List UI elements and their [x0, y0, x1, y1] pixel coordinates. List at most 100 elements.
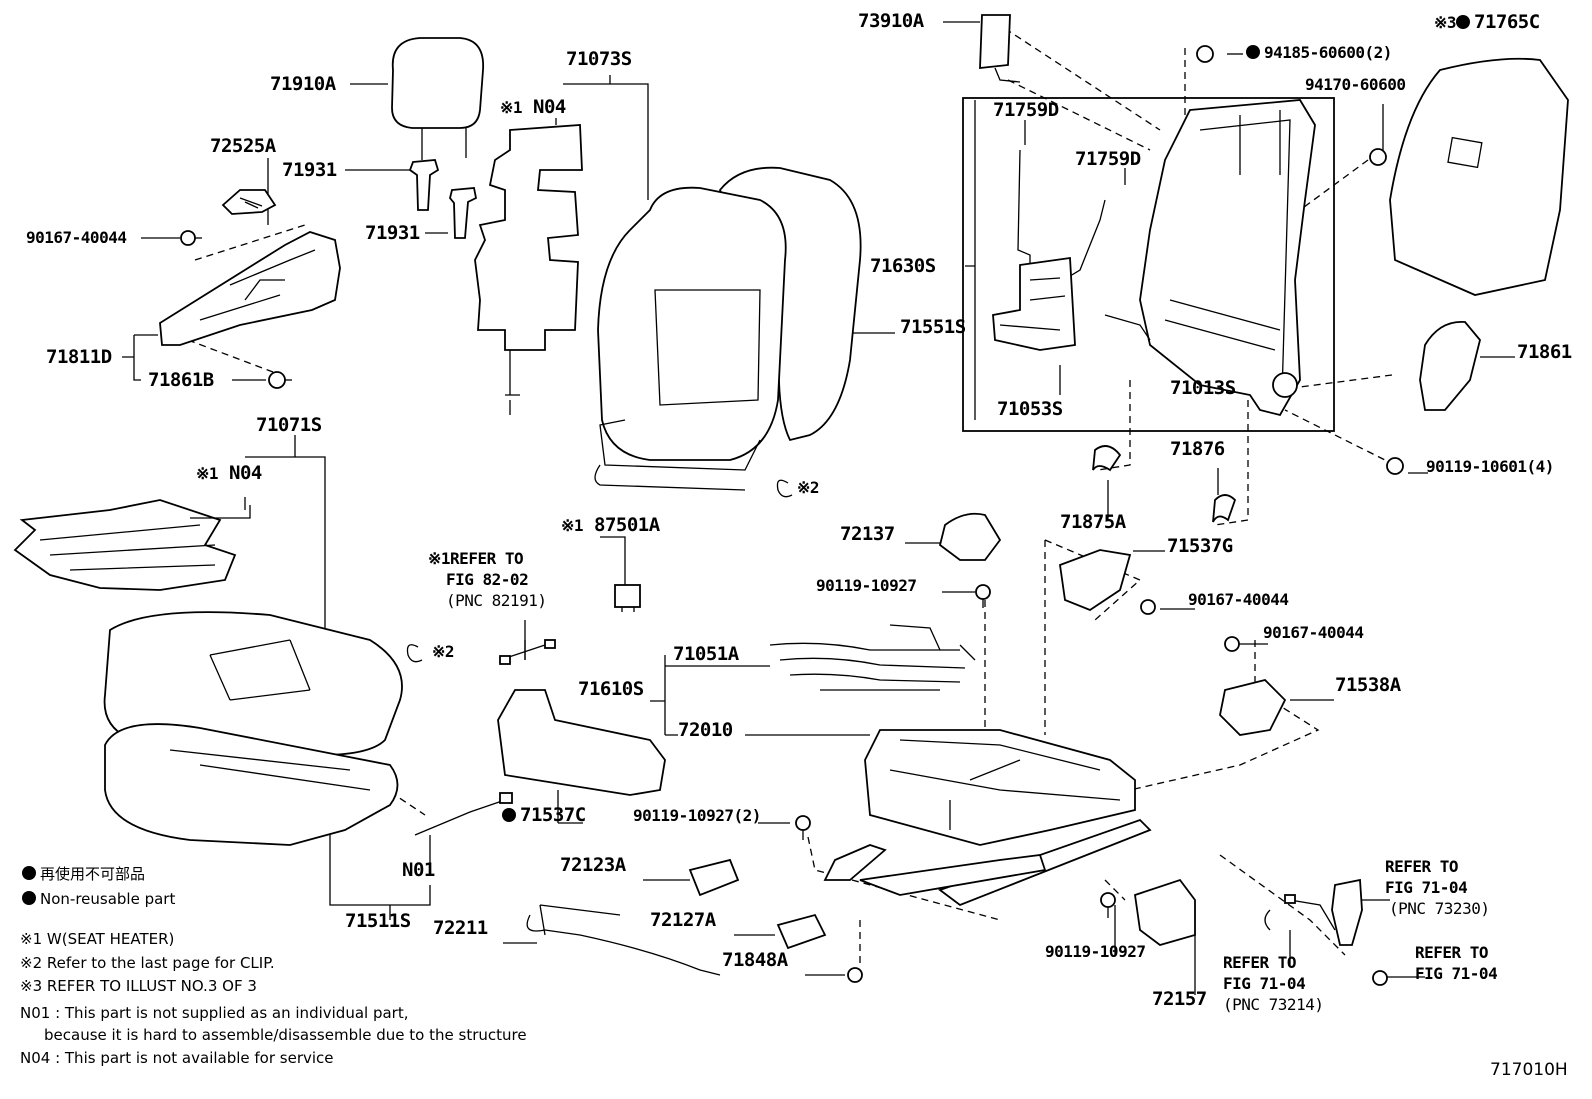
legend-nonreusable-jp: 再使用不可部品 [22, 866, 145, 882]
label-71875A: 71875A [1060, 511, 1126, 533]
label-71537G: 71537G [1167, 535, 1233, 557]
label-71759D-2: 71759D [1075, 148, 1141, 170]
label-71931-b: 71931 [365, 222, 420, 244]
label-71765C-text: 71765C [1474, 11, 1540, 33]
label-71537C: 71537C [502, 806, 586, 825]
cushion-heater-mat [13, 499, 251, 591]
label-94170: 94170-60600 [1305, 75, 1406, 94]
label-72525A: 72525A [210, 135, 276, 157]
label-72157: 72157 [1152, 988, 1207, 1010]
nonreusable-dot-icon [22, 866, 36, 880]
refer-pnc: (PNC 73230) [1389, 899, 1490, 918]
rod-72211 [526, 904, 721, 976]
fastener-icons-left [180, 230, 292, 389]
note-n04: N04 : This part is not available for ser… [20, 1049, 334, 1067]
clip-shapes [406, 445, 1237, 663]
label-71511S: 71511S [345, 910, 411, 932]
cushion-harness [414, 792, 513, 836]
bolt-icons-lower [795, 584, 1388, 986]
note-3: ※3 REFER TO ILLUST NO.3 OF 3 [20, 977, 257, 995]
refer-fig: FIG 71-04 [1385, 878, 1468, 897]
refer-fig: FIG 82-02 [446, 570, 529, 589]
label-71876: 71876 [1170, 438, 1225, 460]
note1-mark: ※1 [561, 516, 584, 535]
nonreusable-dot-icon [502, 808, 516, 822]
label-90119-d: 90119-10927 [1045, 942, 1146, 961]
label-71073S: 71073S [566, 48, 632, 70]
refer-text: REFER TO [1385, 857, 1459, 876]
label-90167-a: 90167-40044 [26, 228, 127, 247]
label-94185-text: 94185-60600(2) [1264, 43, 1392, 62]
seatback-frame-box [962, 97, 1335, 432]
label-71931-a: 71931 [282, 159, 337, 181]
cover-72157 [1134, 878, 1196, 946]
label-87501A: ※1 87501A [561, 516, 660, 535]
refer-pnc: (PNC 73214) [1223, 995, 1324, 1014]
refer-fig-82-02: ※1REFER TO FIG 82-02 (PNC 82191) [428, 548, 547, 611]
label-87501A-text: 87501A [594, 514, 660, 536]
cover-72127A [776, 913, 827, 950]
label-71811D: 71811D [46, 346, 112, 368]
nonreusable-dot-icon [1456, 15, 1471, 29]
nonreusable-dot-icon [22, 891, 36, 905]
note-n01-line1: N01 : This part is not supplied as an in… [20, 1004, 409, 1022]
nonreusable-dot-icon [1246, 45, 1260, 59]
note-2: ※2 Refer to the last page for CLIP. [20, 954, 275, 972]
switch-87501A [614, 584, 641, 612]
cover-72525A [221, 189, 277, 215]
side-airbag-73910A [979, 14, 1021, 83]
refer-fig-71-04-buckle: REFER TO FIG 71-04 (PNC 73230) [1385, 856, 1490, 919]
label-71861: 71861 [1517, 341, 1572, 363]
label-71610S: 71610S [578, 678, 644, 700]
label-90167-c: 90167-40044 [1263, 623, 1364, 642]
cover-71861 [1419, 321, 1481, 411]
refer-fig: FIG 71-04 [1415, 964, 1498, 983]
bracket-71538A [1219, 679, 1287, 736]
legend-jp-text: 再使用不可部品 [40, 865, 146, 883]
note3-mark: ※3 [1434, 13, 1457, 32]
note-n01-line2: because it is hard to assemble/disassemb… [44, 1026, 527, 1044]
headrest-guide-71931 [408, 159, 478, 239]
label-N04-b-text: N04 [229, 462, 262, 484]
note-1: ※1 W(SEAT HEATER) [20, 930, 175, 948]
clip-note-2a: ※2 [797, 478, 820, 497]
label-90119-10601: 90119-10601(4) [1426, 457, 1554, 476]
label-72127A: 72127A [650, 909, 716, 931]
note1-mark: ※1 [428, 549, 451, 568]
legend-nonreusable-en: Non-reusable part [22, 891, 175, 907]
seatback-frame-71013S [1104, 99, 1316, 417]
label-N01: N01 [402, 859, 435, 881]
refer-fig-71-04-anchor: REFER TO FIG 71-04 (PNC 73214) [1223, 952, 1324, 1015]
note1-mark: ※1 [500, 98, 523, 117]
diagram-id: 717010H [1490, 1060, 1568, 1080]
seat-heater-harness [499, 620, 556, 665]
bracket-71537G [1059, 549, 1132, 612]
spring-71051A [769, 624, 976, 691]
seatback-heater-mat [474, 124, 583, 415]
backboard-71765C [1389, 57, 1569, 296]
cushion-frame-cover-71537C [497, 689, 666, 796]
label-73910A: 73910A [858, 10, 924, 32]
refer-text: REFER TO [1415, 943, 1489, 962]
label-71051A: 71051A [673, 643, 739, 665]
seat-track-72010 [823, 729, 1152, 907]
label-90119-b: 90119-10927 [816, 576, 917, 595]
headrest-71910A [391, 37, 484, 160]
cover-72123A [688, 858, 740, 897]
label-71053S: 71053S [997, 398, 1063, 420]
label-71538A: 71538A [1335, 674, 1401, 696]
label-71013S: 71013S [1170, 377, 1236, 399]
seatback-cover [594, 166, 862, 491]
refer-fig: FIG 71-04 [1223, 974, 1306, 993]
label-72137: 72137 [840, 523, 895, 545]
legend-en-text: Non-reusable part [40, 890, 176, 908]
label-N04-a: ※1 N04 [500, 98, 566, 117]
refer-text: REFER TO [1223, 953, 1297, 972]
lumbar-support-71630S [992, 149, 1106, 351]
label-90167-b: 90167-40044 [1188, 590, 1289, 609]
label-90119-c: 90119-10927(2) [633, 806, 761, 825]
label-71848A: 71848A [722, 949, 788, 971]
refer-text: REFER TO [450, 549, 524, 568]
label-71759D-1: 71759D [993, 99, 1059, 121]
